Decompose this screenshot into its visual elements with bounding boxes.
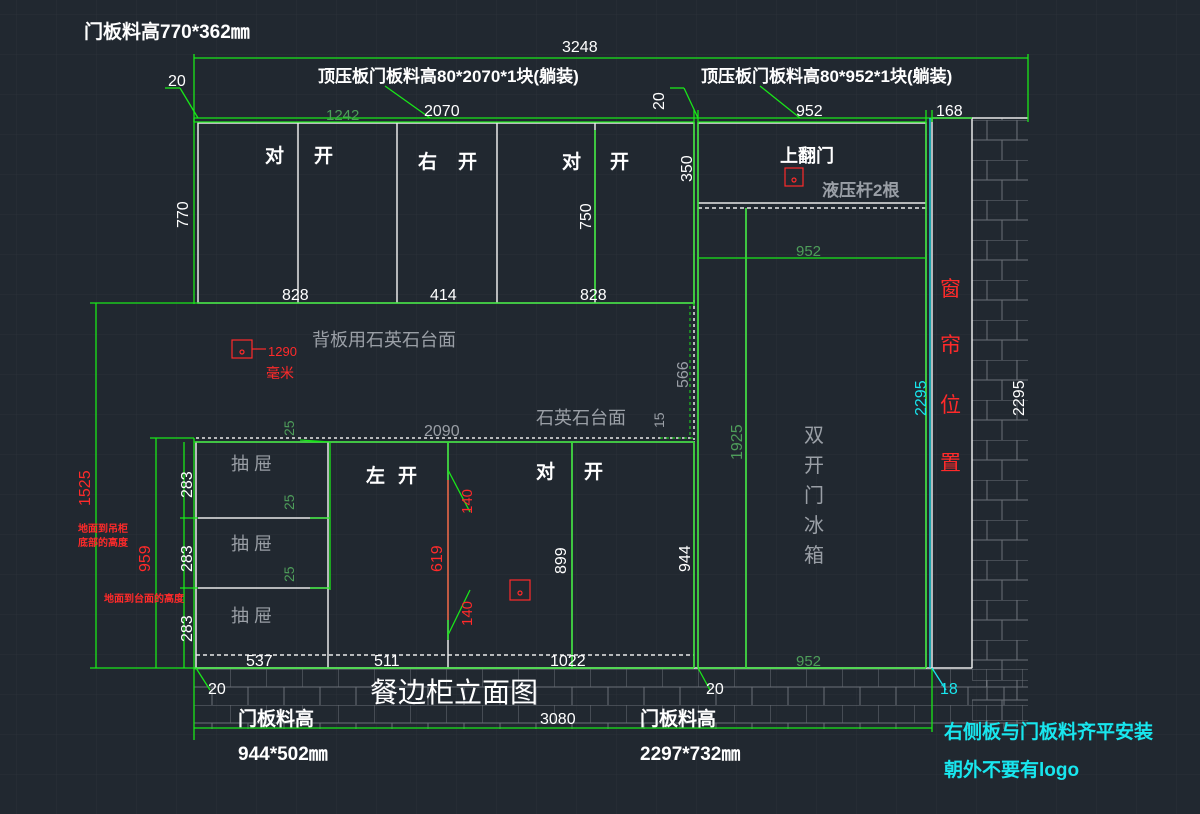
curtain-1: 窗: [940, 278, 961, 301]
upper-right-single-2: 开: [458, 152, 477, 173]
upper-right-pair-2: 开: [610, 152, 629, 173]
dim-tall-height-right: 2295: [1011, 380, 1028, 416]
dim-upper-inner: 1242: [326, 107, 359, 124]
wall-hatch: [972, 118, 1028, 728]
dim-tall-offset-top: 20: [651, 92, 668, 110]
drawer-1: 抽 屉: [231, 454, 272, 474]
dim-door-944: 944: [677, 545, 694, 572]
fridge-2: 开: [804, 455, 824, 477]
dim-drawer-h2: 283: [179, 545, 196, 572]
dim-upper-w2: 414: [430, 287, 457, 304]
lower-left-single-1: 左: [366, 464, 385, 487]
bottom-door-left-size: 944*502㎜: [238, 744, 328, 765]
dim-upper-w1: 828: [282, 287, 309, 304]
socket-symbol-3: [784, 167, 804, 187]
drawing-title: 餐边柜立面图: [370, 677, 538, 708]
dim-drawer-h1: 283: [179, 471, 196, 498]
dim-base-w3: 1022: [550, 653, 586, 670]
top-pressing-right: 顶压板门板料高80*952*1块(躺装): [701, 66, 952, 86]
bottom-door-left-label: 门板料高: [238, 707, 314, 730]
dim-overall-width: 3248: [562, 39, 598, 56]
flap-door: 上翻门: [780, 145, 834, 166]
dim-right-gap: 168: [936, 103, 963, 120]
right-side-note-2: 朝外不要有logo: [944, 758, 1079, 781]
socket-unit: 毫米: [266, 365, 294, 381]
drawer-2: 抽 屉: [231, 534, 272, 554]
socket-symbol-2: [509, 579, 531, 601]
dim-tall-height-cyan: 2295: [913, 380, 930, 416]
curtain-2: 帘: [940, 334, 961, 357]
dim-red-619: 619: [429, 545, 446, 572]
upper-left-pair-2: 开: [314, 146, 333, 167]
quartz-counter-note: 石英石台面: [536, 408, 626, 428]
dim-bottom-total: 3080: [540, 711, 576, 728]
bottom-door-mid-label: 门板料高: [640, 707, 716, 730]
floor-to-counter: 地面到台面的高度: [104, 592, 185, 605]
dim-base-w1: 537: [246, 653, 273, 670]
dim-tall-inner-width: 952: [796, 243, 821, 260]
curtain-4: 置: [940, 452, 961, 475]
dim-drawer-h3: 283: [179, 615, 196, 642]
curtain-3: 位: [940, 394, 961, 417]
dim-offset-20-left: 20: [208, 681, 226, 698]
dim-base-w2: 511: [374, 653, 400, 670]
top-door-size-label: 门板料高770*362㎜: [84, 20, 250, 43]
dim-left-offset-top: 20: [168, 73, 186, 90]
dim-counter-gap: 15: [651, 412, 667, 428]
upper-right-pair-1: 对: [562, 150, 581, 173]
dim-fridge-1925: 1925: [729, 424, 746, 460]
fridge-4: 冰: [804, 514, 824, 537]
dim-offset-18-cyan: 18: [940, 681, 958, 698]
floor-hatch: [194, 669, 1028, 729]
upper-right-single-1: 右: [417, 150, 437, 173]
dim-backsplash-height: 566: [675, 361, 692, 388]
dim-upper-mid-height: 750: [578, 203, 595, 230]
floor-to-wall-cabinet-1: 地面到吊柜: [78, 522, 128, 535]
dim-flap-height: 350: [679, 155, 696, 182]
fridge-1: 双: [804, 425, 824, 447]
upper-left-pair-1: 对: [265, 144, 284, 167]
dim-handle-140-top: 140: [459, 489, 476, 514]
socket-height: 1290: [268, 344, 297, 359]
dim-height-959: 959: [137, 545, 154, 572]
cyan-dimensions: [929, 118, 947, 691]
dim-gap-25-b: 25: [281, 494, 297, 510]
dim-upper-width: 2070: [424, 103, 460, 120]
dim-offset-20-mid: 20: [706, 681, 724, 698]
quartz-back-note: 背板用石英石台面: [312, 330, 456, 350]
hydraulic-note: 液压杆2根: [822, 180, 899, 200]
fridge-5: 箱: [804, 544, 824, 567]
bottom-door-mid-size: 2297*732㎜: [640, 744, 740, 765]
top-pressing-left: 顶压板门板料高80*2070*1块(躺装): [318, 66, 579, 86]
lower-pair-2: 开: [584, 462, 603, 483]
dim-door-899: 899: [553, 547, 570, 574]
quartz-lines: [660, 306, 694, 439]
drawer-3: 抽 屉: [231, 606, 272, 626]
dim-upper-height: 770: [175, 201, 192, 228]
socket-symbol-1: [231, 339, 266, 359]
fridge-3: 门: [804, 484, 824, 507]
lower-pair-1: 对: [536, 460, 555, 483]
floor-to-wall-cabinet-2: 底部的高度: [78, 536, 129, 549]
dim-gap-25-c: 25: [281, 566, 297, 582]
right-side-note-1: 右侧板与门板料齐平安装: [943, 720, 1153, 743]
dim-height-1525: 1525: [77, 470, 94, 506]
dim-tall-bottom: 952: [796, 653, 821, 670]
dim-counter-width: 2090: [424, 423, 460, 440]
lower-left-single-2: 开: [398, 466, 417, 487]
dim-tall-width: 952: [796, 103, 823, 120]
dim-upper-w3: 828: [580, 287, 607, 304]
dim-handle-140-bottom: 140: [459, 601, 476, 626]
dimension-lines: [90, 54, 1029, 740]
dim-gap-25-a: 25: [281, 420, 297, 436]
